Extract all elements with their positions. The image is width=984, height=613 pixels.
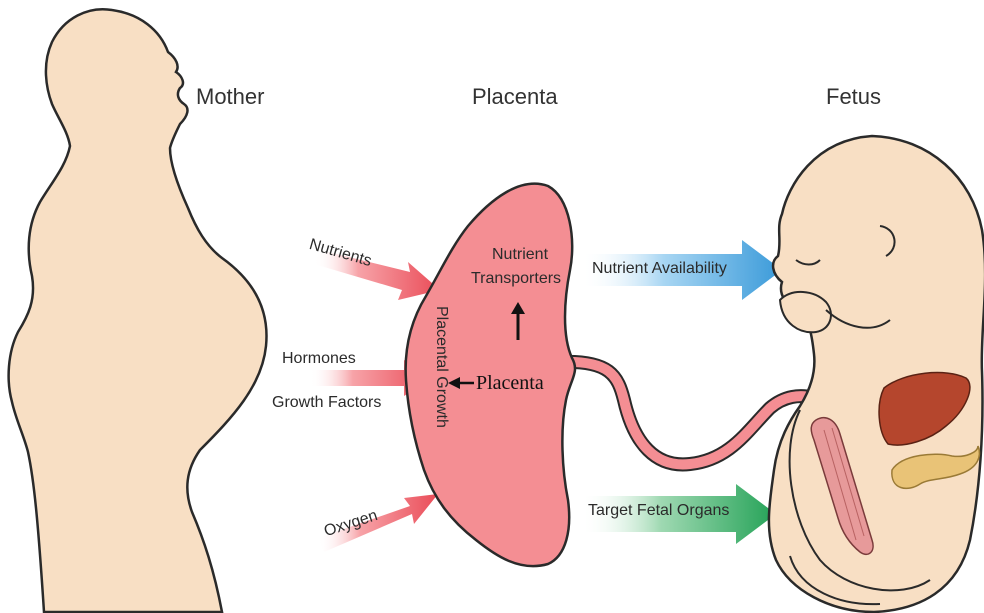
placenta-inline-label: Placenta [476, 372, 544, 395]
placenta-title: Placenta [472, 84, 558, 110]
placental-growth-label: Placental Growth [432, 306, 450, 428]
target-fetal-organs-label: Target Fetal Organs [588, 502, 729, 520]
nutrient-availability-label: Nutrient Availability [592, 260, 727, 278]
fetus [769, 136, 984, 612]
transporters-label: Transporters [456, 270, 576, 288]
nutrient-label: Nutrient [470, 246, 570, 264]
umbilical-cord [560, 362, 814, 465]
mother-title: Mother [196, 84, 264, 110]
hormones-label: Hormones [282, 350, 356, 368]
fetus-title: Fetus [826, 84, 881, 110]
growth-factors-label: Growth Factors [272, 394, 381, 412]
